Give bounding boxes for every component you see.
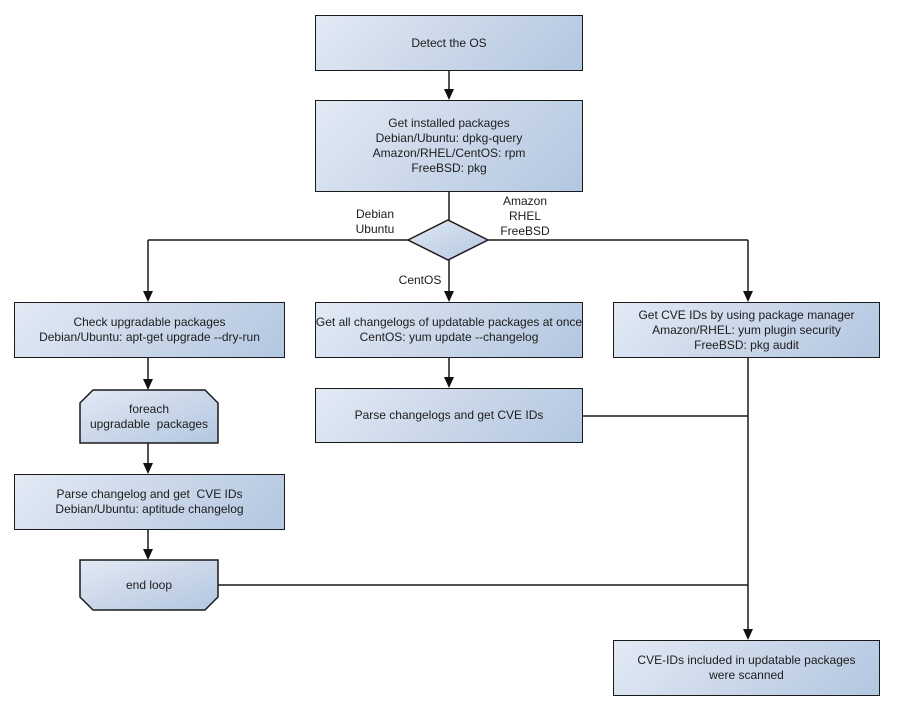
node-cve-ids-scanned: CVE-IDs included in updatable packages w… xyxy=(613,640,880,696)
node-get-installed-packages: Get installed packages Debian/Ubuntu: dp… xyxy=(315,100,583,192)
node-parse-changelogs-mid: Parse changelogs and get CVE IDs xyxy=(315,388,583,443)
arrowhead xyxy=(143,549,153,560)
arrowhead xyxy=(444,377,454,388)
node-get-all-changelogs: Get all changelogs of updatable packages… xyxy=(315,302,583,358)
connector-lines xyxy=(147,71,749,629)
node-end-loop-label: end loop xyxy=(125,577,173,592)
arrowhead xyxy=(143,379,153,390)
arrowhead xyxy=(743,629,753,640)
edge-label-debian-ubuntu: Debian Ubuntu xyxy=(355,207,395,236)
edge-label-amazon-rhel-freebsd: Amazon RHEL FreeBSD xyxy=(500,194,550,238)
node-parse-changelog-left-label: Parse changelog and get CVE IDs Debian/U… xyxy=(55,487,244,516)
arrowhead xyxy=(143,291,153,302)
arrowhead xyxy=(444,89,454,100)
node-check-upgradable-packages: Check upgradable packages Debian/Ubuntu:… xyxy=(14,302,285,358)
arrowhead xyxy=(143,463,153,474)
node-get-all-changelogs-label: Get all changelogs of updatable packages… xyxy=(315,315,583,344)
node-parse-changelogs-mid-label: Parse changelogs and get CVE IDs xyxy=(354,408,544,422)
node-check-upgradable-packages-label: Check upgradable packages Debian/Ubuntu:… xyxy=(39,315,260,344)
foreach-loop-shape xyxy=(79,389,219,444)
decision-diamond xyxy=(406,219,490,261)
node-detect-os-label: Detect the OS xyxy=(411,35,487,50)
node-end-loop: end loop xyxy=(80,560,218,610)
node-cve-ids-scanned-label: CVE-IDs included in updatable packages w… xyxy=(637,653,856,682)
node-get-cve-ids-pkg-manager-label: Get CVE IDs by using package manager Ama… xyxy=(638,307,855,352)
end-loop-shape xyxy=(79,559,219,611)
node-get-installed-packages-label: Get installed packages Debian/Ubuntu: dp… xyxy=(372,116,526,175)
arrowhead xyxy=(444,291,454,302)
node-detect-os: Detect the OS xyxy=(315,15,583,71)
edge-label-centos: CentOS xyxy=(398,273,442,287)
node-get-cve-ids-pkg-manager: Get CVE IDs by using package manager Ama… xyxy=(613,302,880,358)
arrowheads xyxy=(143,89,753,640)
node-foreach-loop-label: foreach upgradable packages xyxy=(89,401,209,431)
node-foreach-loop: foreach upgradable packages xyxy=(80,390,218,443)
arrowhead xyxy=(743,291,753,302)
node-parse-changelog-left: Parse changelog and get CVE IDs Debian/U… xyxy=(14,474,285,530)
